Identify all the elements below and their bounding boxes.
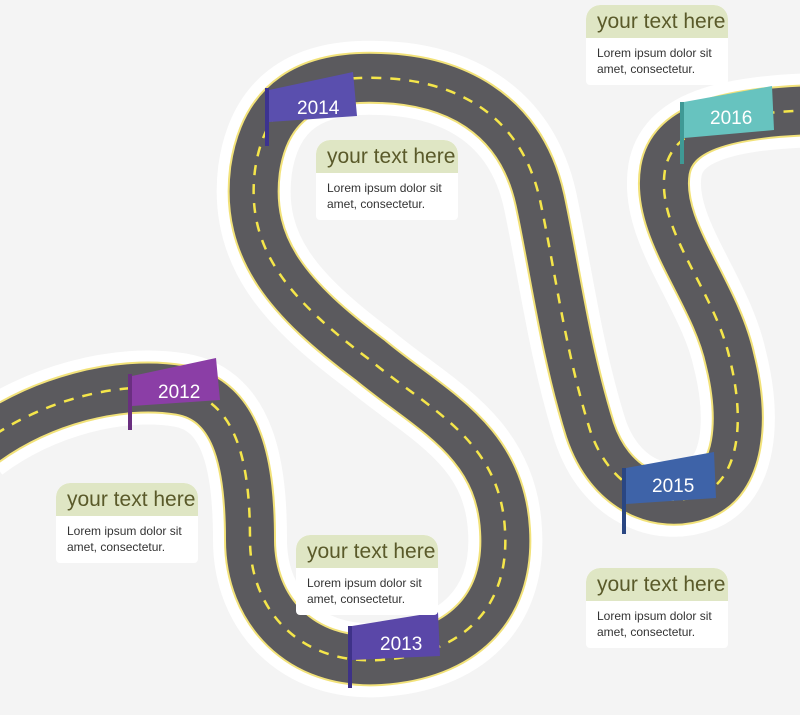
note-body: Lorem ipsum dolor sit amet, consectetur. [307, 576, 422, 606]
note-body: Lorem ipsum dolor sit amet, consectetur. [597, 46, 712, 76]
flag-2014-label: 2014 [297, 98, 340, 119]
flag-2012-banner [132, 358, 220, 406]
flag-2012: 2012 [128, 358, 220, 430]
flag-2013: 2013 [348, 612, 440, 688]
flag-2014: 2014 [265, 72, 357, 146]
note-title: your text here [56, 483, 198, 516]
flag-2012-label: 2012 [158, 382, 200, 403]
note-center-bottom: your text here Lorem ipsum dolor sit ame… [296, 535, 438, 615]
flag-2016-banner [684, 86, 774, 138]
note-center-top: your text here Lorem ipsum dolor sit ame… [316, 140, 458, 220]
note-top-right: your text here Lorem ipsum dolor sit ame… [586, 5, 728, 85]
flag-2013-banner [352, 612, 440, 660]
flag-2015-banner [626, 452, 716, 504]
note-bottom-right: your text here Lorem ipsum dolor sit ame… [586, 568, 728, 648]
note-left: your text here Lorem ipsum dolor sit ame… [56, 483, 198, 563]
note-title: your text here [296, 535, 438, 568]
note-body: Lorem ipsum dolor sit amet, consectetur. [597, 609, 712, 639]
flag-2016: 2016 [680, 86, 774, 164]
note-title: your text here [586, 568, 728, 601]
flag-2013-label: 2013 [380, 634, 422, 655]
note-body: Lorem ipsum dolor sit amet, consectetur. [327, 181, 442, 211]
flag-2015: 2015 [622, 452, 716, 534]
note-title: your text here [586, 5, 728, 38]
flag-2014-banner [269, 72, 357, 122]
flag-2015-label: 2015 [652, 476, 694, 497]
note-body: Lorem ipsum dolor sit amet, consectetur. [67, 524, 182, 554]
note-title: your text here [316, 140, 458, 173]
flag-2016-label: 2016 [710, 108, 752, 129]
